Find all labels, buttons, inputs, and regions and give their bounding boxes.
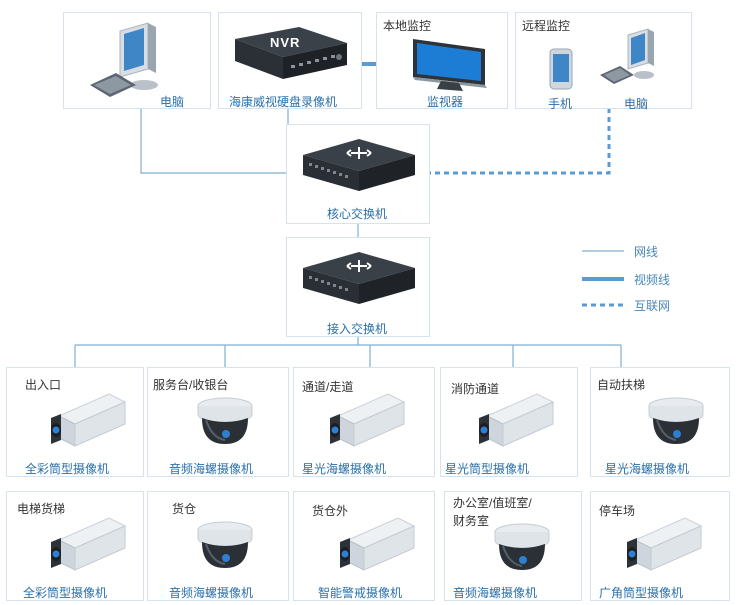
monitor-label: 监视器 xyxy=(427,95,464,109)
remote-monitor-box: 远程监控 手机 电脑 xyxy=(515,12,692,111)
camera-box: 停车场 广角筒型摄像机 xyxy=(590,491,730,601)
camera-type: 全彩筒型摄像机 xyxy=(23,586,108,600)
camera-box: 办公室/值班室/财务室 音频海螺摄像机 xyxy=(444,491,582,601)
camera-box: 服务台/收银台 音频海螺摄像机 xyxy=(147,367,289,477)
monitor-icon xyxy=(413,39,487,91)
phone-icon xyxy=(549,48,573,90)
dome-camera-icon xyxy=(196,396,254,453)
camera-location: 办公室/值班室/财务室 xyxy=(453,496,532,528)
camera-box: 货仓 音频海螺摄像机 xyxy=(147,491,289,601)
camera-type: 广角筒型摄像机 xyxy=(599,586,684,600)
dome-camera-icon xyxy=(196,520,254,577)
camera-location: 货仓外 xyxy=(312,504,349,518)
legend-internet: 互联网 xyxy=(634,299,671,313)
camera-box: 消防通道 星光筒型摄像机 xyxy=(440,367,578,477)
nvr-box: NVR 海康威视硬盘录像机 xyxy=(218,12,362,109)
computer-icon xyxy=(600,28,654,84)
camera-type: 音频海螺摄像机 xyxy=(169,586,254,600)
camera-box: 货仓外 智能警戒摄像机 xyxy=(293,491,435,601)
nvr-icon xyxy=(235,27,347,79)
bullet-camera-icon xyxy=(473,390,555,457)
camera-type: 音频海螺摄像机 xyxy=(453,586,538,600)
camera-location: 服务台/收银台 xyxy=(153,378,229,392)
bullet-camera-icon xyxy=(324,390,406,457)
camera-type: 全彩筒型摄像机 xyxy=(25,462,110,476)
nvr-badge: NVR xyxy=(270,35,301,50)
switch-icon xyxy=(303,139,415,191)
camera-location: 电梯货梯 xyxy=(17,502,66,516)
camera-location: 消防通道 xyxy=(451,382,500,396)
camera-type: 星光筒型摄像机 xyxy=(445,462,530,476)
bullet-camera-icon xyxy=(45,514,127,581)
camera-box: 出入口 全彩筒型摄像机 xyxy=(6,367,144,477)
core-switch-label: 核心交换机 xyxy=(327,207,388,221)
camera-location: 通道/走道 xyxy=(302,380,354,394)
camera-type: 音频海螺摄像机 xyxy=(169,462,254,476)
camera-location: 货仓 xyxy=(172,502,197,516)
bullet-camera-icon xyxy=(334,514,416,581)
camera-box: 自动扶梯 星光海螺摄像机 xyxy=(590,367,730,477)
remote-monitor-title: 远程监控 xyxy=(522,19,571,33)
dome-camera-icon xyxy=(647,396,705,453)
camera-type: 智能警戒摄像机 xyxy=(318,586,403,600)
camera-location: 停车场 xyxy=(599,504,636,518)
camera-location: 出入口 xyxy=(25,378,62,392)
local-monitor-box: 本地监控 监视器 xyxy=(376,12,508,109)
bullet-camera-icon xyxy=(621,514,703,581)
pc-box-1: 电脑 xyxy=(63,12,211,109)
camera-type: 星光海螺摄像机 xyxy=(605,462,690,476)
pc-label-2: 电脑 xyxy=(624,97,649,111)
access-switch-box: 接入交换机 xyxy=(286,237,430,337)
phone-label: 手机 xyxy=(548,97,573,111)
local-monitor-title: 本地监控 xyxy=(383,19,432,33)
legend-video: 视频线 xyxy=(634,273,671,287)
computer-icon xyxy=(90,22,158,97)
nvr-label: 海康威视硬盘录像机 xyxy=(229,95,338,109)
switch-icon xyxy=(303,252,415,304)
camera-location: 自动扶梯 xyxy=(597,378,646,392)
access-switch-label: 接入交换机 xyxy=(327,322,388,336)
dome-camera-icon xyxy=(493,522,551,579)
legend-network: 网线 xyxy=(634,245,659,259)
core-switch-box: 核心交换机 xyxy=(286,124,430,224)
camera-box: 通道/走道 星光海螺摄像机 xyxy=(293,367,435,477)
camera-type: 星光海螺摄像机 xyxy=(302,462,387,476)
camera-box: 电梯货梯 全彩筒型摄像机 xyxy=(6,491,144,601)
bullet-camera-icon xyxy=(45,390,127,457)
pc-label-1: 电脑 xyxy=(160,95,185,109)
